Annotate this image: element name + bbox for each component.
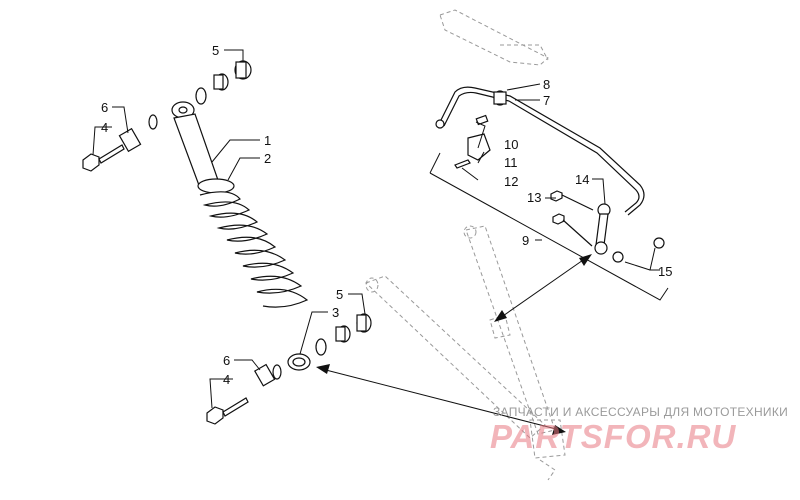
sway-bar [435, 86, 645, 216]
callout-6-lower: 6 [223, 353, 230, 368]
callout-6-upper: 6 [101, 100, 108, 115]
callout-numbers: 5 6 4 1 2 3 5 6 4 8 7 10 11 12 13 14 9 1… [101, 43, 672, 387]
watermark-logo: PARTSFOR.RU [490, 418, 737, 455]
callout-10: 10 [504, 137, 518, 152]
callout-1: 1 [264, 133, 271, 148]
leader-lines [92, 49, 669, 409]
frame-bracket-phantom [439, 9, 549, 66]
callout-8: 8 [543, 77, 550, 92]
callout-5-upper: 5 [212, 43, 219, 58]
callout-9: 9 [522, 233, 529, 248]
callout-5-lower: 5 [336, 287, 343, 302]
callout-4-upper: 4 [101, 120, 108, 135]
watermark-tagline: ЗАПЧАСТИ И АКСЕССУАРЫ ДЛЯ МОТОТЕХНИКИ [493, 405, 789, 419]
callout-13: 13 [527, 190, 541, 205]
lower-mount-hardware [206, 313, 372, 425]
callout-14: 14 [575, 172, 589, 187]
upper-mount-hardware [82, 60, 252, 172]
connection-arrows [316, 254, 592, 435]
sway-bar-bracket [454, 114, 491, 169]
callout-15: 15 [658, 264, 672, 279]
callout-2: 2 [264, 151, 271, 166]
callout-11: 11 [504, 155, 518, 170]
callout-12: 12 [504, 174, 518, 189]
callout-7: 7 [543, 93, 550, 108]
end-link [550, 190, 665, 263]
shock-absorber [171, 101, 311, 371]
callout-4-lower: 4 [223, 372, 230, 387]
callout-3: 3 [332, 305, 339, 320]
